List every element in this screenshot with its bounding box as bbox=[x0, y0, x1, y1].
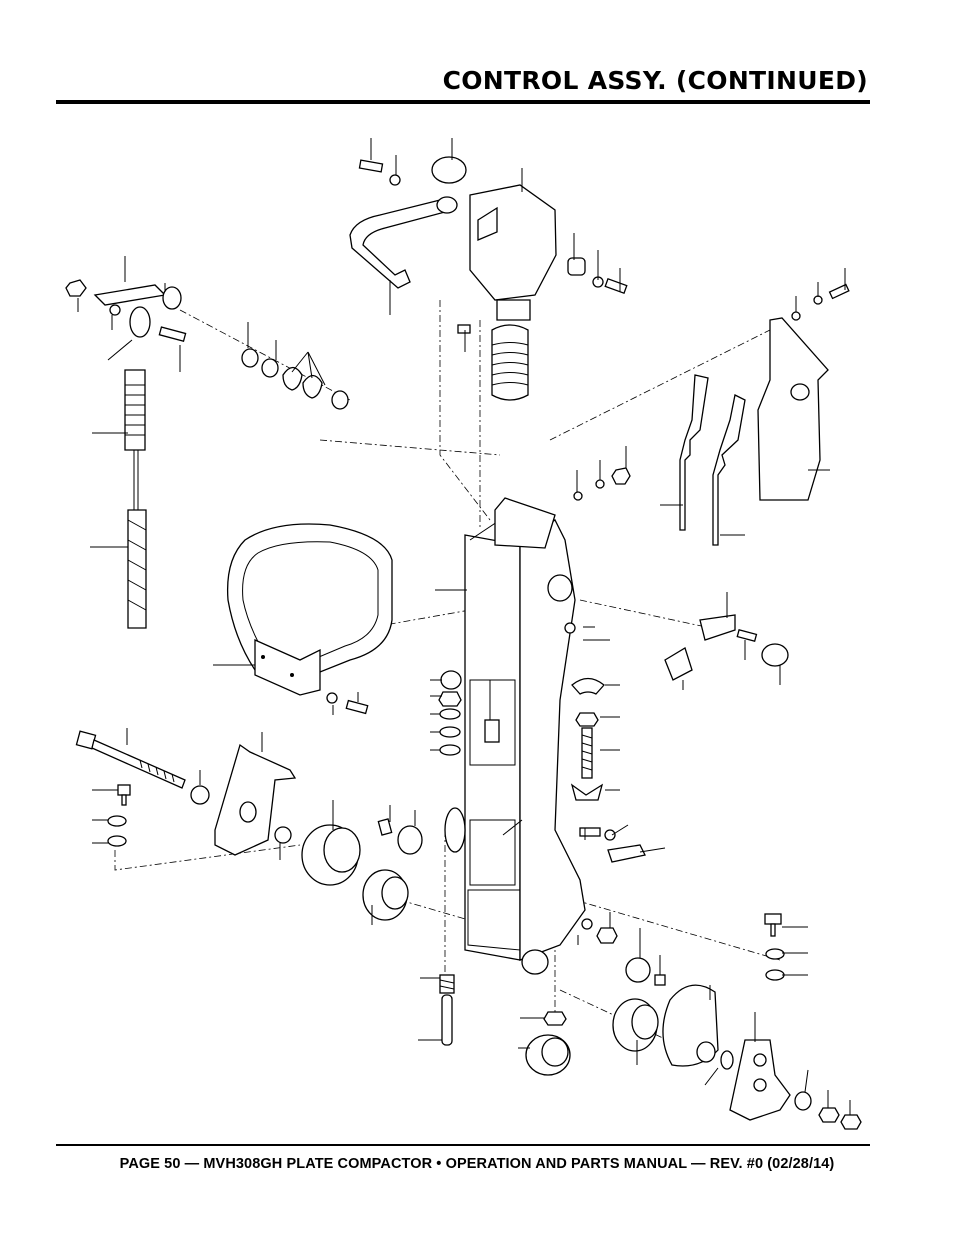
cable-assembly bbox=[65, 279, 187, 629]
side-plates bbox=[679, 317, 829, 546]
throttle-bar bbox=[349, 196, 458, 289]
header-rule bbox=[56, 100, 870, 104]
washers-upper bbox=[241, 348, 349, 410]
page-footer: PAGE 50 — MVH308GH PLATE COMPACTOR • OPE… bbox=[119, 1156, 835, 1172]
handle-column bbox=[464, 497, 586, 975]
control-head bbox=[431, 156, 557, 401]
page-title: CONTROL ASSY. (CONTINUED) bbox=[442, 66, 868, 95]
pulleys-spacers bbox=[301, 807, 791, 1121]
lower-left-parts bbox=[75, 730, 297, 856]
loop-handle bbox=[226, 523, 393, 696]
leader-lines bbox=[77, 138, 851, 1115]
footer-rule bbox=[56, 1144, 870, 1146]
